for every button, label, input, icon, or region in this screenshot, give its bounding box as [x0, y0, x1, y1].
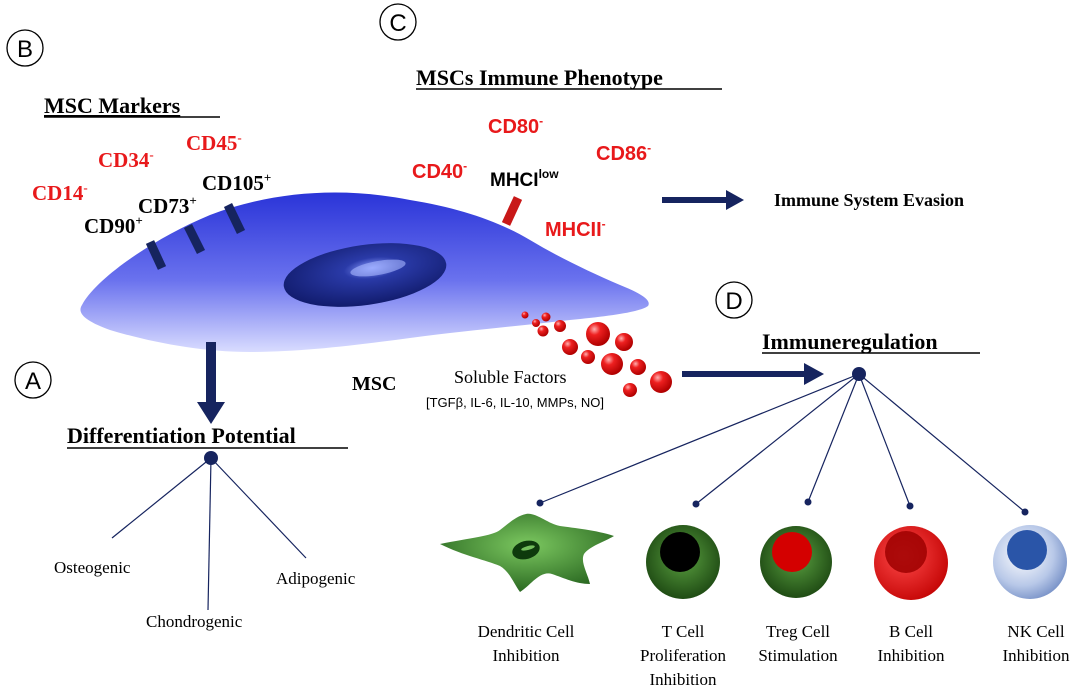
msc-cell-label: MSC — [352, 373, 396, 395]
target-tcell-line1: T Cell — [662, 622, 705, 641]
immuneregulation-node — [852, 367, 866, 381]
cd80-label: CD80- — [488, 114, 543, 138]
panel-d-letter: D — [725, 288, 742, 315]
soluble-factor-droplets — [521, 311, 672, 397]
mhcii-label: MHCII- — [545, 217, 606, 241]
differentiation-heading: Differentiation Potential — [67, 423, 296, 448]
immuneregulation-heading: Immuneregulation — [762, 329, 938, 354]
b-cell-icon — [874, 526, 948, 600]
cd34-label: CD34- — [98, 147, 154, 172]
target-nkcell-line1: NK Cell — [1007, 622, 1064, 641]
panel-a-badge: A — [14, 361, 52, 399]
cd73-label: CD73+ — [138, 193, 197, 218]
mhci-label: MHCIlow — [490, 167, 559, 191]
treg-cell-icon — [760, 526, 832, 598]
panel-c-badge: C — [379, 3, 417, 41]
target-dendritic-line1: Dendritic Cell — [478, 622, 575, 641]
t-cell-icon — [646, 525, 720, 599]
panel-b-badge: B — [6, 29, 44, 67]
target-dendritic-line2: Inhibition — [492, 646, 560, 665]
cd40-label: CD40- — [412, 159, 467, 183]
target-treg-line1: Treg Cell — [766, 622, 830, 641]
target-treg-line2: Stimulation — [758, 646, 838, 665]
cd86-label: CD86- — [596, 141, 651, 165]
immuneregulation-arrowhead — [804, 363, 824, 385]
panel-b-letter: B — [17, 36, 33, 63]
soluble-factors-list: [TGFβ, IL-6, IL-10, MMPs, NO] — [426, 395, 604, 410]
cd73-receptor — [183, 223, 206, 255]
target-tcell-line2: Proliferation — [640, 646, 726, 665]
lineage-chondrogenic: Chondrogenic — [146, 612, 243, 631]
msc-markers-heading: MSC Markers — [44, 93, 181, 118]
immune-phenotype-heading: MSCs Immune Phenotype — [416, 65, 663, 90]
cd90-receptor — [145, 240, 167, 270]
mhci-receptor — [501, 196, 523, 226]
soluble-factors-label: Soluble Factors — [454, 367, 567, 387]
differentiation-arrowhead — [197, 402, 225, 424]
nucleus-highlight — [350, 259, 406, 277]
immuneregulation-tree — [536, 367, 1029, 516]
cd14-label: CD14- — [32, 180, 88, 205]
evasion-label: Immune System Evasion — [774, 190, 964, 210]
cd45-label: CD45- — [186, 130, 242, 155]
cd105-receptor — [223, 203, 246, 234]
lineage-osteogenic: Osteogenic — [54, 558, 131, 577]
cd105-label: CD105+ — [202, 170, 271, 195]
panel-d-badge: D — [715, 281, 753, 319]
target-nkcell-line2: Inhibition — [1002, 646, 1070, 665]
dendritic-cell-icon — [440, 513, 614, 592]
differentiation-tree — [111, 451, 307, 611]
cd90-label: CD90+ — [84, 213, 143, 238]
nk-cell-icon — [993, 525, 1067, 599]
differentiation-node — [204, 451, 218, 465]
panel-c-letter: C — [389, 10, 406, 37]
panel-a-letter: A — [25, 368, 41, 395]
target-tcell-line3: Inhibition — [649, 670, 717, 689]
target-bcell-line2: Inhibition — [877, 646, 945, 665]
evasion-arrowhead — [726, 190, 744, 210]
target-bcell-line1: B Cell — [889, 622, 933, 641]
lineage-adipogenic: Adipogenic — [276, 569, 356, 588]
